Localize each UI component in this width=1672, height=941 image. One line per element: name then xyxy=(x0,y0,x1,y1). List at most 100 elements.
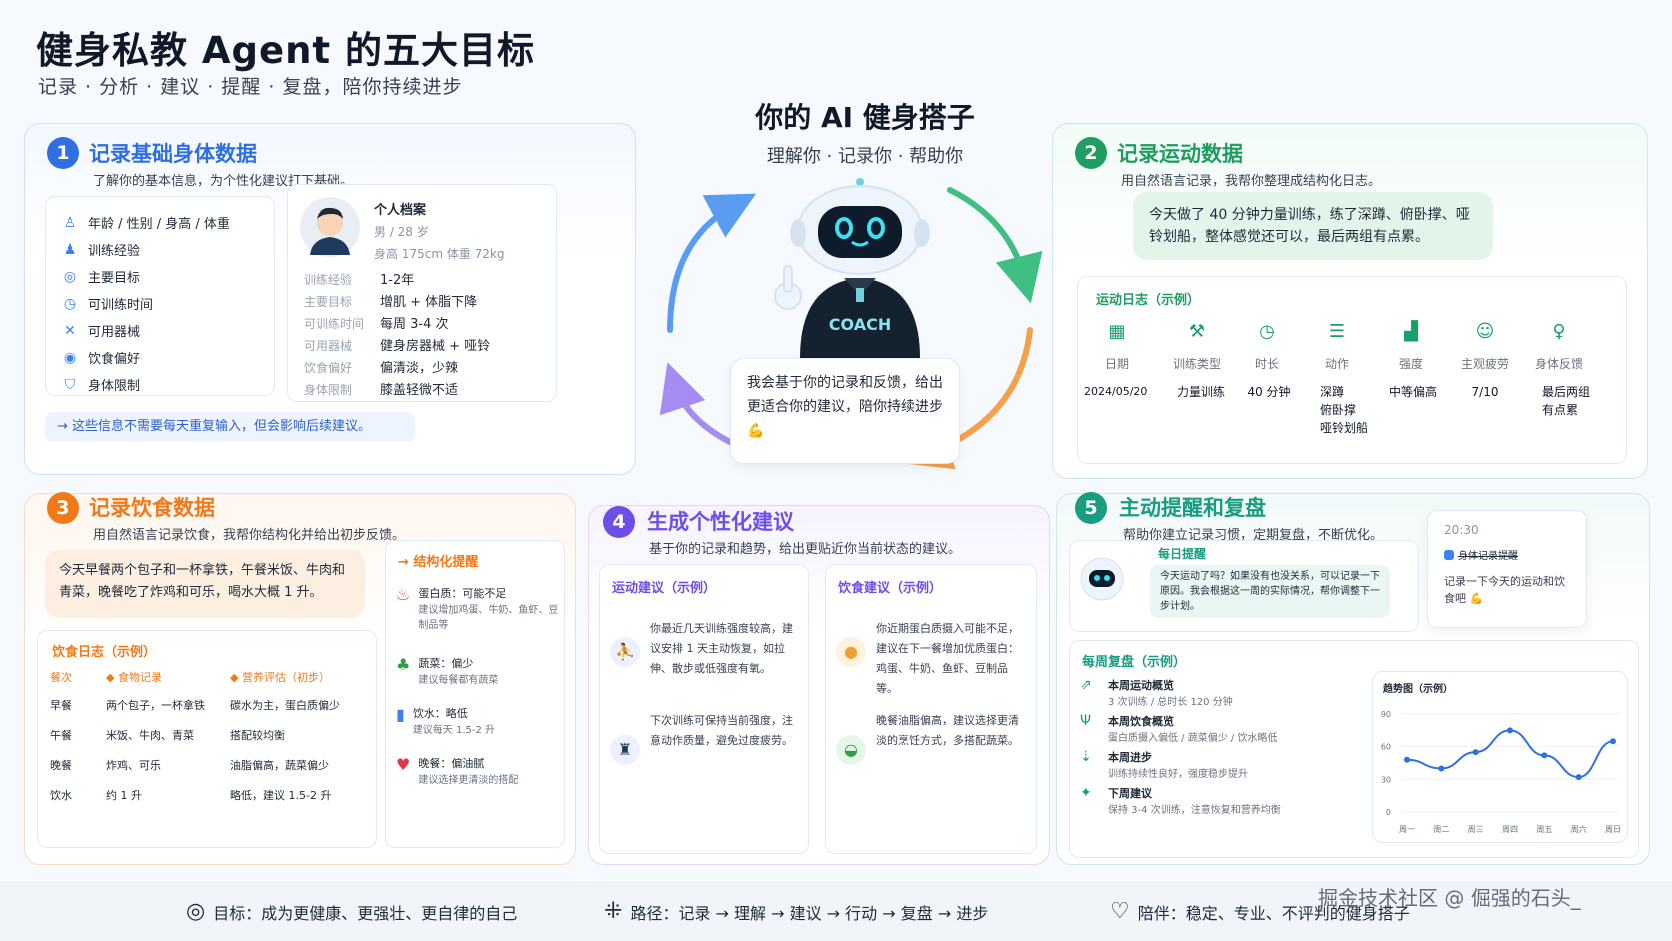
clock-icon: ◷ xyxy=(63,295,77,312)
section-number: 1 xyxy=(47,137,79,169)
tip-item: ♨ 蛋白质：可能不足建议增加鸡蛋、牛奶、鱼虾、豆制品等 xyxy=(396,585,559,631)
center-bubble: 我会基于你的记录和反馈，给出更适合你的建议，陪你持续进步 💪 xyxy=(730,358,960,464)
diet-tips: → 结构化提醒 ♨ 蛋白质：可能不足建议增加鸡蛋、牛奶、鱼虾、豆制品等 ♣ 蔬菜… xyxy=(385,540,565,848)
avatar xyxy=(300,197,360,257)
arrow-green xyxy=(947,187,1043,304)
section-desc: 基于你的记录和趋势，给出更贴近你当前状态的建议。 xyxy=(649,542,962,557)
log-head: 强度 xyxy=(1398,357,1423,371)
log-head: 训练类型 xyxy=(1172,357,1221,371)
dumbbell-icon: ⚒ xyxy=(1188,321,1206,342)
y-tick-label: 60 xyxy=(1381,743,1391,752)
robot-icon xyxy=(1080,557,1124,601)
app-icon xyxy=(1444,549,1454,560)
footer-company: ♡陪伴：稳定、专业、不评判的健身搭子 xyxy=(1110,899,1410,924)
tips-title: → 结构化提醒 xyxy=(398,555,479,570)
info-note: → 这些信息不需要每天重复输入，但会影响后续建议。 xyxy=(45,412,415,442)
water-icon: ▮ xyxy=(396,705,405,724)
food-icon: ◉ xyxy=(63,349,77,366)
section-title: 主动提醒和复盘 xyxy=(1119,496,1266,520)
footer-goal: ◎目标：成为更健康、更强壮、更自律的自己 xyxy=(186,899,518,924)
bulb-icon: ✦ xyxy=(1080,785,1092,801)
section-diet-data: 3 记录饮食数据 用自然语言记录饮食，我帮你结构化并给出初步反馈。 今天早餐两个… xyxy=(24,492,576,865)
section-title: 记录基础身体数据 xyxy=(89,142,257,166)
weekly-item: Ψ 本周饮食概览蛋白质摄入偏低 / 蔬菜偏少 / 饮水略低 xyxy=(1080,713,1278,744)
phone-app: 身体记录提醒 xyxy=(1444,547,1518,562)
x-tick-label: 周二 xyxy=(1433,825,1449,834)
section-advice: 4 生成个性化建议 基于你的记录和趋势，给出更贴近你当前状态的建议。 运动建议（… xyxy=(588,505,1050,865)
x-tick-label: 周日 xyxy=(1605,825,1621,834)
y-tick-label: 30 xyxy=(1381,775,1391,784)
bar-chart-icon: ▟ xyxy=(1404,321,1418,342)
section-desc: 了解你的基本信息，为个性化建议打下基础。 xyxy=(93,174,354,189)
advice-text: 晚餐油脂偏高，建议选择更清淡的烹饪方式，多搭配蔬菜。 xyxy=(876,714,1019,747)
profile-gender-age: 男 / 28 岁 xyxy=(374,225,429,239)
profile-row: 主要目标增肌 + 体脂下降 xyxy=(304,295,478,310)
weekly-title: 每周复盘（示例） xyxy=(1082,655,1187,670)
user-icon: ♟ xyxy=(63,241,77,258)
data-point xyxy=(1575,774,1582,781)
section-desc: 用自然语言记录饮食，我帮你结构化并给出初步反馈。 xyxy=(93,528,406,543)
profile-row: 身体限制膝盖轻微不适 xyxy=(304,383,459,398)
list-item: ♟训练经验 xyxy=(63,241,141,260)
standing-icon: ♜ xyxy=(610,735,640,765)
footer-path: ⁜路径：记录 → 理解 → 建议 → 行动 → 复盘 → 进步 xyxy=(604,899,989,924)
x-tick-label: 周五 xyxy=(1536,825,1552,834)
phone-notification: 20:30 身体记录提醒 记录一下今天的运动和饮食吧 💪 xyxy=(1427,510,1587,628)
tip-item: ♣ 蔬菜：偏少建议每餐都有蔬菜 xyxy=(396,655,499,686)
data-point xyxy=(1404,756,1410,763)
arrow-icon: → xyxy=(398,555,414,570)
log-head: 主观疲劳 xyxy=(1460,357,1509,371)
x-tick-label: 周六 xyxy=(1571,824,1587,834)
data-point xyxy=(1610,738,1616,745)
shield-icon: ⛉ xyxy=(64,376,76,393)
section-desc: 帮助你建立记录习惯，定期复盘，不断优化。 xyxy=(1123,528,1384,543)
log-head: 时长 xyxy=(1254,357,1279,371)
log-head: 动作 xyxy=(1324,357,1349,371)
advice-text: 你近期蛋白质摄入可能不足，建议在下一餐增加优质蛋白：鸡蛋、牛奶、鱼虾、豆制品等。 xyxy=(876,622,1019,695)
data-point xyxy=(1472,749,1479,756)
section-reminder: 5 主动提醒和复盘 帮助你建立记录习惯，定期复盘，不断优化。 每日提醒 今天运动… xyxy=(1056,492,1650,865)
robot-icon: COACH xyxy=(774,178,930,358)
log-value: 最后两组 有点累 xyxy=(1542,385,1591,417)
section-body-data: 1 记录基础身体数据 了解你的基本信息，为个性化建议打下基础。 ♙年龄 / 性别… xyxy=(24,123,636,475)
advice-text: 你最近几天训练强度较高，建议安排 1 天主动恢复，如拉伸、散步或低强度有氧。 xyxy=(650,622,793,675)
section-desc: 用自然语言记录，我帮你整理成结构化日志。 xyxy=(1121,174,1382,189)
x-tick-label: 周一 xyxy=(1399,825,1415,834)
advice-title: 饮食建议（示例） xyxy=(838,581,943,596)
section-number: 2 xyxy=(1075,137,1107,169)
series-line xyxy=(1406,729,1614,779)
diet-advice: 饮食建议（示例） ● 你近期蛋白质摄入可能不足，建议在下一餐增加优质蛋白：鸡蛋、… xyxy=(825,564,1037,854)
running-icon: ⛹ xyxy=(610,637,640,667)
egg-icon: ● xyxy=(836,637,866,667)
daily-reminder: 每日提醒 今天运动了吗？如果没有也没关系，可以记录一下原因。我会根据这一周的实际… xyxy=(1069,540,1419,632)
profile-height-weight: 身高 175cm 体重 72kg xyxy=(374,247,505,261)
x-tick-label: 周三 xyxy=(1468,825,1484,834)
chart-title: 趋势图（示例） xyxy=(1383,682,1453,695)
profile-row: 可用器械健身房器械 + 哑铃 xyxy=(304,339,491,354)
clock-icon: ◷ xyxy=(1259,321,1275,342)
advice-text: 下次训练可保持当前强度，注意动作质量，避免过度疲劳。 xyxy=(650,714,793,747)
smile-icon: ☺ xyxy=(1475,321,1495,342)
y-tick-label: 0 xyxy=(1386,808,1391,817)
exercise-bubble: 今天做了 40 分钟力量训练，练了深蹲、俯卧撑、哑铃划船，整体感觉还可以，最后两… xyxy=(1133,192,1493,260)
robot-label: COACH xyxy=(829,315,891,334)
daily-text: 今天运动了吗？如果没有也没关系，可以记录一下原因。我会根据这一周的实际情况，帮你… xyxy=(1150,565,1390,618)
target-icon: ◎ xyxy=(186,899,206,924)
section-title: 记录饮食数据 xyxy=(89,496,215,520)
log-title: 饮食日志（示例） xyxy=(52,645,157,660)
heart-icon: ♥ xyxy=(396,755,411,774)
list-item: ◉饮食偏好 xyxy=(63,349,141,368)
heart-icon: ♡ xyxy=(1110,899,1130,924)
section-title: 生成个性化建议 xyxy=(647,510,794,534)
person-icon: ♙ xyxy=(63,214,77,231)
tip-item: ♥ 晚餐：偏油腻建议选择更清淡的搭配 xyxy=(396,755,519,786)
log-title: 运动日志（示例） xyxy=(1096,293,1201,308)
center-subtitle: 理解你 · 记录你 · 帮助你 xyxy=(766,146,964,167)
list-item: ◷可训练时间 xyxy=(63,295,154,314)
daily-title: 每日提醒 xyxy=(1158,547,1207,561)
section-exercise-data: 2 记录运动数据 用自然语言记录，我帮你整理成结构化日志。 今天做了 40 分钟… xyxy=(1052,123,1648,479)
arrow-icon: → xyxy=(57,419,73,434)
attribute-list: ♙年龄 / 性别 / 身高 / 体重 ♟训练经验 ◎主要目标 ◷可训练时间 ✕可… xyxy=(45,196,275,396)
